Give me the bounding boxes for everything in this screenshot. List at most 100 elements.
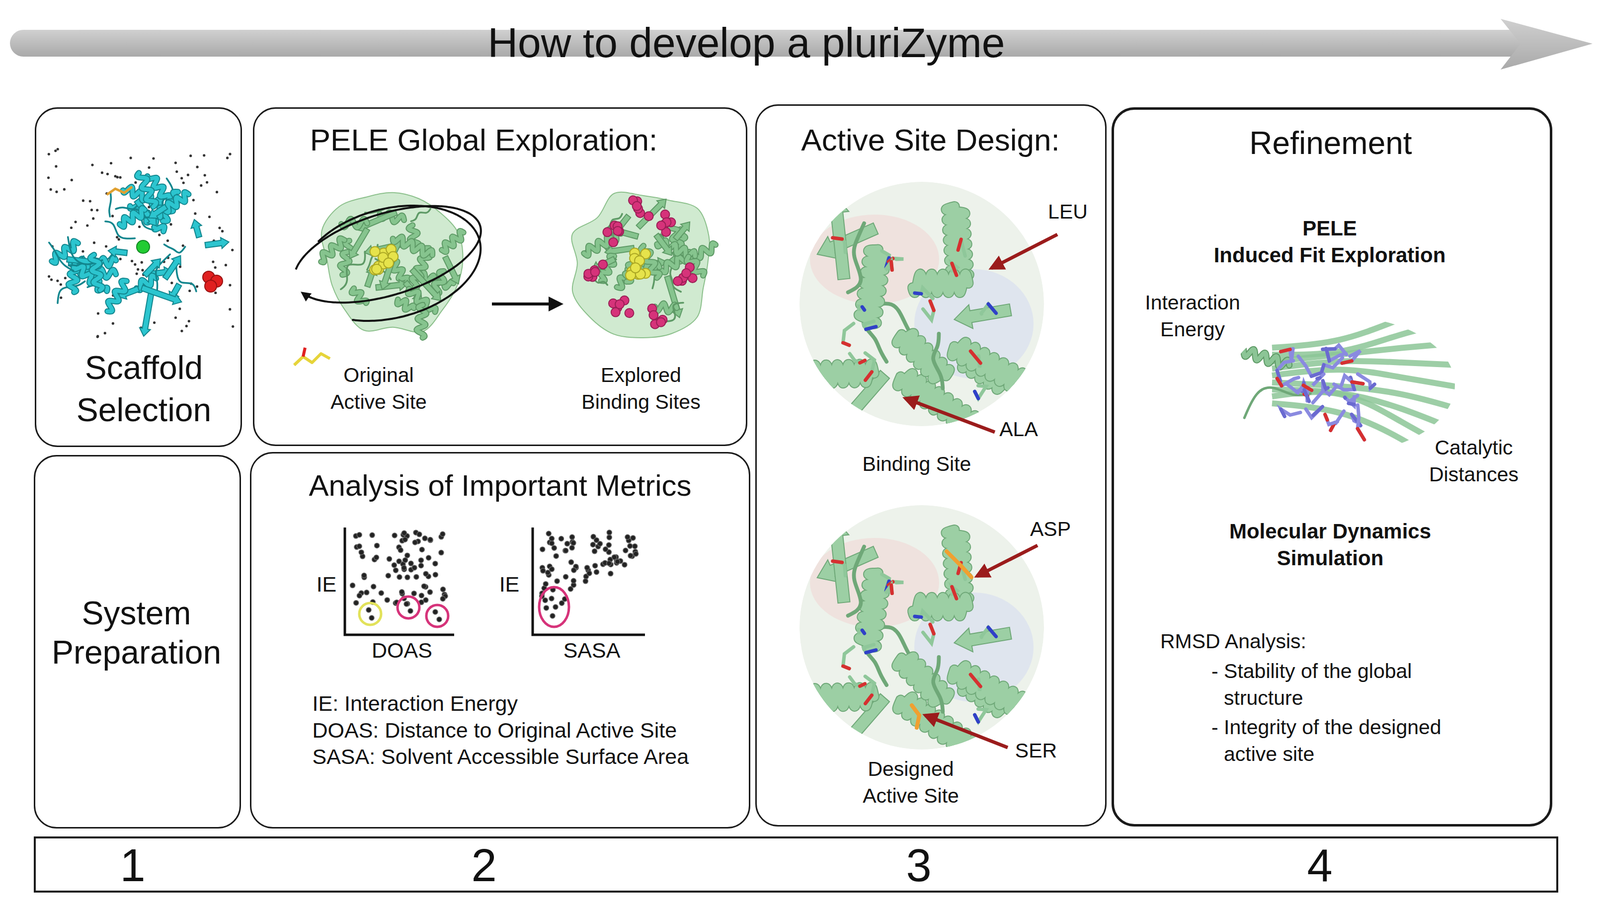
induced-fit-figure: [1357, 428, 1365, 440]
figure-caption: Designed Active Site: [862, 756, 960, 810]
active-site-zoom: [970, 674, 981, 687]
pele-exploration-figure: [397, 299, 414, 311]
pele-exploration-figure: [630, 262, 641, 273]
scatter-chart: [421, 583, 427, 589]
active-site-zoom: [866, 326, 877, 330]
active-site-zoom: [930, 301, 934, 311]
figure-caption: Binding Site: [862, 452, 972, 477]
step-number: 4: [1306, 842, 1333, 889]
scatter-chart: [590, 542, 596, 548]
scaffold-protein: [95, 208, 99, 212]
active-site-zoom: [930, 624, 934, 635]
scatter-chart: [418, 558, 424, 563]
active-site-zoom: [970, 351, 981, 364]
scatter-chart: [570, 578, 576, 584]
scaffold-protein: [180, 176, 183, 180]
scatter-chart: [364, 590, 370, 596]
scaffold-protein: [137, 172, 157, 207]
step-number: 3: [905, 842, 932, 889]
active-site-zoom: [958, 239, 965, 256]
scatter-chart: [540, 568, 546, 574]
scatter-chart: [603, 547, 609, 553]
scatter-chart: [408, 560, 414, 566]
scaffold-protein: [63, 188, 66, 191]
scatter-chart: [369, 532, 375, 538]
active-site-zoom: [896, 656, 950, 703]
scaffold-protein: [205, 181, 209, 184]
scatter-chart: [549, 596, 555, 602]
scaffold-protein: [141, 268, 144, 272]
induced-fit-figure: [1232, 298, 1461, 478]
axis-label: DOAS: [371, 638, 433, 664]
scatter-chart: [582, 578, 588, 584]
scatter-chart: [432, 572, 438, 578]
text-line: Selection: [76, 389, 212, 432]
residue-label: ASP: [1030, 517, 1071, 542]
scaffold-protein: [228, 308, 232, 311]
scatter-chart: [404, 553, 410, 559]
scatter-chart: [371, 584, 377, 590]
panel-heading: System Preparation: [51, 593, 222, 674]
pele-exploration-figure: [441, 231, 464, 252]
active-site-zoom: [832, 561, 846, 576]
scatter-chart: [366, 607, 372, 613]
pele-exploration-figure: [371, 264, 382, 275]
induced-fit-figure: [1343, 397, 1348, 399]
scatter-chart: [440, 531, 446, 537]
scaffold-protein: [158, 233, 161, 237]
scatter-chart: [606, 535, 612, 541]
pele-exploration-figure: [673, 276, 683, 286]
pele-exploration-figure: [624, 308, 634, 318]
active-site-zoom: [865, 353, 875, 381]
panel-heading: Active Site Design:: [800, 121, 1060, 159]
pele-exploration-figure: [295, 206, 481, 303]
scaffold-protein: [85, 224, 89, 227]
induced-fit-figure: [1317, 378, 1320, 380]
scatter-chart: [569, 545, 575, 551]
scaffold-protein: [70, 178, 74, 182]
text-line: Induced Fit Exploration: [1213, 241, 1446, 269]
active-site-zoom: [946, 530, 969, 602]
scaffold-protein: [203, 173, 207, 177]
active-site-zoom: [952, 342, 1033, 393]
scaffold-protein: [169, 223, 172, 226]
scatter-chart: [608, 571, 614, 577]
scaffold-protein: [54, 164, 58, 168]
active-site-zoom: [885, 585, 892, 594]
scatter-chart: [562, 548, 568, 554]
scaffold-protein: [180, 329, 183, 333]
scaffold-protein: [135, 272, 139, 275]
active-site-zoom: [958, 239, 961, 251]
scatter-chart: [344, 527, 455, 636]
pele-exploration-figure: [656, 221, 666, 231]
scaffold-protein: [142, 258, 161, 278]
scaffold-protein: [174, 316, 177, 320]
scaffold-protein: [90, 163, 94, 167]
scatter-chart: [627, 543, 633, 549]
scatter-chart: [353, 600, 359, 606]
method-heading: PELE Induced Fit Exploration: [1213, 215, 1446, 269]
active-site-zoom: [843, 646, 854, 669]
pele-exploration-figure: [340, 251, 366, 290]
scaffold-protein: [119, 257, 122, 261]
scatter-chart: [633, 551, 639, 557]
active-site-zoom: [832, 561, 843, 563]
scatter-chart: [411, 591, 417, 597]
scatter-chart: [543, 605, 549, 611]
scatter-chart: [606, 530, 612, 536]
scatter-chart: [592, 549, 598, 555]
active-site-zoom: [891, 261, 893, 271]
scaffold-protein: [192, 198, 195, 202]
scatter-chart: [344, 527, 645, 636]
scaffold-protein: [96, 312, 100, 315]
active-site-zoom: [974, 715, 979, 722]
induced-fit-figure: [1305, 406, 1323, 418]
step-number: 2: [471, 842, 497, 889]
scaffold-protein: [214, 266, 217, 269]
pele-exploration-figure: [397, 299, 414, 311]
active-site-zoom: [952, 665, 1033, 716]
text-line: Preparation: [51, 633, 222, 673]
induced-fit-figure: [1303, 385, 1312, 391]
active-site-zoom: [974, 709, 987, 722]
